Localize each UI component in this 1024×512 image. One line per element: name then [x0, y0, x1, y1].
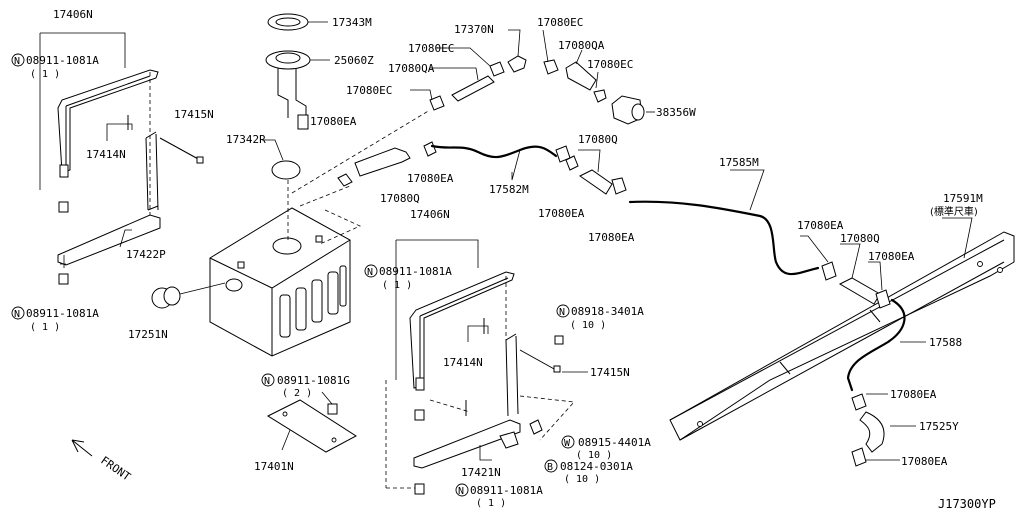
filler-hose-group: [291, 55, 655, 245]
label-17080EA-6: 17080EA: [868, 250, 915, 263]
label-17080QA-2: 17080QA: [558, 39, 605, 52]
label-38356W: 38356W: [656, 106, 696, 119]
label-bolt-0301-qty: ( 10 ): [564, 474, 600, 485]
callout-washer-4401: W 08915-4401A ( 10 ): [561, 435, 651, 461]
label-17080Q-1: 17080Q: [380, 192, 420, 205]
label-bolt-b: 08911-1081A: [26, 307, 99, 320]
label-17080EA-7: 17080EA: [890, 388, 937, 401]
label-bolt-c-qty: ( 1 ): [382, 280, 412, 291]
label-nut-3401: 08918-3401A: [571, 305, 644, 318]
label-bolt-b-qty: ( 1 ): [30, 322, 60, 333]
label-17080EC-2: 17080EC: [408, 42, 454, 55]
fuel-line-17588: [846, 298, 926, 392]
label-17080EA-3: 17080EA: [538, 207, 585, 220]
callout-bolt-b: N 08911-1081A ( 1 ): [11, 306, 99, 333]
label-17342R: 17342R: [226, 133, 266, 146]
label-washer-4401: 08915-4401A: [578, 436, 651, 449]
label-17415N-a: 17415N: [174, 108, 214, 121]
rear-hose-group: [800, 235, 891, 309]
callout-letter: N: [14, 56, 20, 67]
n-callout-icon: [455, 483, 469, 497]
callout-bolt-0301: B 08124-0301A ( 10 ): [544, 459, 633, 485]
fuel-tank: [209, 207, 351, 357]
callout-letter: W: [564, 438, 571, 449]
callout-bolt-g: N 08911-1081G ( 2 ): [261, 373, 350, 399]
b-callout-icon: [544, 459, 558, 473]
label-17080EC-1: 17080EC: [346, 84, 392, 97]
n-callout-icon: [11, 306, 25, 320]
n-callout-icon: [556, 304, 570, 318]
label-17414N-a: 17414N: [86, 148, 126, 161]
label-bolt-0301: 08124-0301A: [560, 460, 633, 473]
label-bolt-a: 08911-1081A: [26, 54, 99, 67]
label-bolt-a-qty: ( 1 ): [30, 69, 60, 80]
filler-cap: [151, 282, 226, 309]
label-17251N: 17251N: [128, 328, 168, 341]
n-callout-icon: [364, 264, 378, 278]
callout-bolt-c: N 08911-1081A ( 1 ): [364, 264, 452, 291]
label-17370N: 17370N: [454, 23, 494, 36]
label-17080EA-8: 17080EA: [901, 455, 948, 468]
label-17406N-b: 17406N: [410, 208, 450, 221]
label-17080EC-3: 17080EC: [537, 16, 583, 29]
callout-letter: N: [458, 486, 464, 497]
label-17525Y: 17525Y: [919, 420, 959, 433]
callout-letter: N: [367, 267, 373, 278]
label-17421N: 17421N: [461, 466, 501, 479]
front-indicator: FRONT: [71, 439, 133, 484]
callout-bolt-d: N 08911-1081A ( 1 ): [455, 483, 543, 509]
front-label: FRONT: [98, 454, 133, 484]
label-17406N-a: 17406N: [53, 8, 93, 21]
callout-letter: N: [264, 376, 270, 387]
label-17591M: 17591M: [943, 192, 983, 205]
label-17588: 17588: [929, 336, 962, 349]
label-washer-4401-qty: ( 10 ): [576, 450, 612, 461]
w-callout-icon: [561, 435, 575, 449]
diagram-reference-code: J17300YP: [938, 497, 996, 511]
label-17080EA-2: 17080EA: [407, 172, 454, 185]
label-bolt-d-qty: ( 1 ): [476, 498, 506, 509]
fuel-line-17585M: [628, 169, 820, 276]
n-callout-icon: [11, 53, 25, 67]
label-17080EA-1: 17080EA: [310, 115, 357, 128]
label-17080EC-4: 17080EC: [587, 58, 633, 71]
protector-plate-17401N: [266, 391, 357, 453]
callout-bolt-a: N 08911-1081A ( 1 ): [11, 53, 99, 80]
label-17080Q-2: 17080Q: [578, 133, 618, 146]
front-arrow-icon: [71, 439, 93, 457]
label-17415N-b: 17415N: [590, 366, 630, 379]
lower-tank-strap-assembly: [385, 239, 575, 495]
callout-nut-3401: N 08918-3401A ( 10 ): [556, 304, 644, 331]
fuel-line-17582M: [430, 144, 571, 181]
fuel-pump-unit: [262, 13, 330, 242]
callout-letter: N: [559, 307, 565, 318]
label-nut-3401-qty: ( 10 ): [570, 320, 606, 331]
label-17080QA-1: 17080QA: [388, 62, 435, 75]
hose-17080Q-mid: [565, 149, 627, 195]
label-25060Z: 25060Z: [334, 54, 374, 67]
n-callout-icon: [261, 373, 275, 387]
label-17591M-note: (標準尺車): [930, 205, 978, 218]
left-tank-strap-assembly: [39, 32, 204, 285]
frame-member: [669, 217, 1015, 441]
label-bolt-g: 08911-1081G: [277, 374, 350, 387]
label-17414N-b: 17414N: [443, 356, 483, 369]
label-bolt-c: 08911-1081A: [379, 265, 452, 278]
label-17582M: 17582M: [489, 183, 529, 196]
callout-letter: N: [14, 309, 20, 320]
label-bolt-d: 08911-1081A: [470, 484, 543, 497]
label-bolt-g-qty: ( 2 ): [282, 388, 312, 399]
label-17585M: 17585M: [719, 156, 759, 169]
label-17080EA-4: 17080EA: [588, 231, 635, 244]
label-17422P: 17422P: [126, 248, 166, 261]
label-17080EA-5: 17080EA: [797, 219, 844, 232]
label-17343M: 17343M: [332, 16, 372, 29]
label-17080Q-3: 17080Q: [840, 232, 880, 245]
hose-17525Y: [851, 393, 916, 467]
label-17401N: 17401N: [254, 460, 294, 473]
callout-letter: B: [547, 462, 553, 473]
